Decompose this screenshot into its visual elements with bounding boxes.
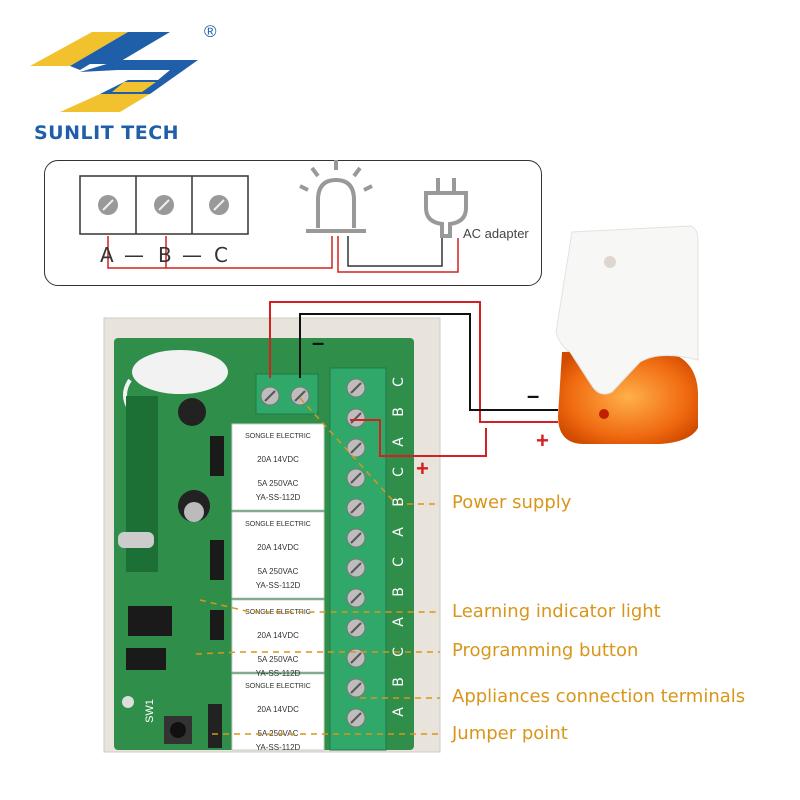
switch-label: SW1: [143, 699, 156, 723]
sunlit-tech-logo-icon: [30, 32, 198, 112]
relay-label-text: SONGLE ELECTRIC: [245, 433, 311, 440]
relay-label-text: 5A 250VAC: [258, 655, 299, 664]
terminal-screw-icon: [346, 378, 366, 398]
terminal-screw-icon: [346, 408, 366, 428]
power-plus-mark: +: [416, 456, 429, 481]
terminal-screw-icon: [98, 195, 118, 215]
relay-label-text: YA-SS-112D: [256, 669, 301, 678]
terminal-letter: B: [390, 407, 407, 417]
registered-mark: ®: [204, 22, 217, 41]
terminal-screw-icon: [346, 708, 366, 728]
terminal-letter: C: [390, 647, 407, 657]
power-minus-mark: –: [312, 330, 325, 355]
siren-minus-mark: –: [527, 383, 540, 408]
relay-label-text: YA-SS-112D: [256, 743, 301, 752]
terminal-screw-icon: [346, 588, 366, 608]
relay-label-text: 20A 14VDC: [257, 455, 299, 464]
wiring-diagram: [44, 160, 542, 286]
callout-leaders: [195, 397, 440, 735]
terminal-label-b: B: [158, 243, 172, 267]
terminal-label-c: C: [214, 243, 228, 267]
terminal-screw-icon: [260, 386, 280, 406]
terminal-letter: A: [390, 437, 407, 447]
relay-label-text: 20A 14VDC: [257, 705, 299, 714]
callout-appliances-connection-terminals: Appliances connection terminals: [452, 686, 746, 707]
terminal-screw-icon: [346, 678, 366, 698]
terminal-screw-icon: [346, 438, 366, 458]
terminal-separator: —: [182, 243, 202, 267]
terminal-label-a: A: [100, 243, 114, 267]
relay-label-text: 20A 14VDC: [257, 543, 299, 552]
diagram-terminal-block: [79, 175, 249, 235]
terminal-screw-icon: [346, 468, 366, 488]
relay-label-text: 5A 250VAC: [258, 479, 299, 488]
main-wires: [269, 301, 558, 457]
terminal-letter: C: [390, 467, 407, 477]
power-plug-icon: [424, 178, 468, 238]
terminal-screw-icon: [154, 195, 174, 215]
terminal-letter: A: [390, 707, 407, 717]
relay-label-text: SONGLE ELECTRIC: [245, 683, 311, 690]
terminal-screw-icon: [346, 558, 366, 578]
alarm-light-icon: [299, 160, 373, 233]
ac-adapter-label: AC adapter: [463, 226, 529, 241]
callout-programming-button: Programming button: [452, 640, 639, 661]
relay-label-text: 20A 14VDC: [257, 631, 299, 640]
diagram-wires: [107, 236, 459, 273]
relay-label-text: YA-SS-112D: [256, 493, 301, 502]
siren-light: [555, 225, 699, 444]
terminal-screw-icon: [290, 386, 310, 406]
terminal-screw-icon: [346, 648, 366, 668]
terminal-screw-icon: [346, 498, 366, 518]
terminal-letter: A: [390, 527, 407, 537]
callout-learning-indicator-light: Learning indicator light: [452, 601, 661, 622]
terminal-screws: [260, 378, 366, 728]
terminal-letter: A: [390, 617, 407, 627]
brand-name: SUNLIT TECH: [34, 122, 180, 144]
terminal-screw-icon: [346, 528, 366, 548]
terminal-separator: —: [124, 243, 144, 267]
terminal-letter: C: [390, 557, 407, 567]
brand-logo: [20, 20, 220, 120]
terminal-letter: C: [390, 377, 407, 387]
relay-label-text: YA-SS-112D: [256, 581, 301, 590]
terminal-screw-icon: [209, 195, 229, 215]
relay-label-text: SONGLE ELECTRIC: [245, 521, 311, 528]
terminal-letter: B: [390, 677, 407, 687]
siren-plus-mark: +: [536, 428, 549, 453]
terminal-letter: B: [390, 497, 407, 507]
callout-jumper-point: Jumper point: [452, 723, 568, 744]
terminal-letter: B: [390, 587, 407, 597]
terminal-screw-icon: [346, 618, 366, 638]
callout-power-supply: Power supply: [452, 492, 572, 513]
relay-label-text: 5A 250VAC: [258, 567, 299, 576]
